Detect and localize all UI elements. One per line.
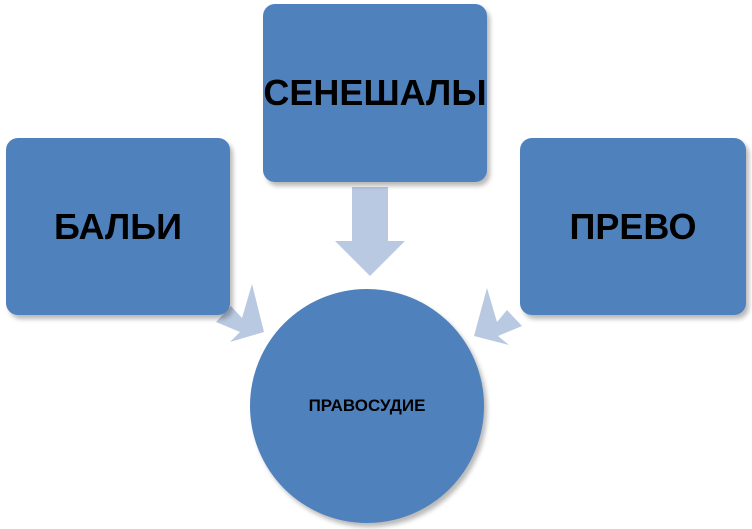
box-seneschals-label: СЕНЕШАЛЫ xyxy=(263,72,487,113)
box-seneschals: СЕНЕШАЛЫ xyxy=(263,4,487,182)
arrow-from-right xyxy=(474,288,522,345)
center-circle-label: ПРАВОСУДИЕ xyxy=(308,396,426,415)
arrow-from-left xyxy=(216,284,264,342)
box-bailiffs-label: БАЛЬИ xyxy=(54,205,182,247)
box-bailiffs: БАЛЬИ xyxy=(6,138,230,315)
center-circle-justice: ПРАВОСУДИЕ xyxy=(250,289,484,523)
box-provosts-label: ПРЕВО xyxy=(569,205,697,247)
arrow-down-from-top xyxy=(335,187,405,276)
box-provosts: ПРЕВО xyxy=(520,138,746,315)
